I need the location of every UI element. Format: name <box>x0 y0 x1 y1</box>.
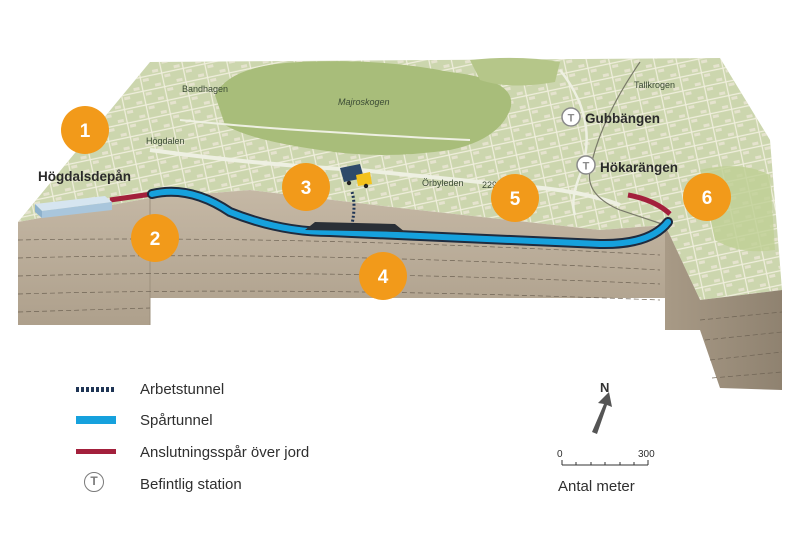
dashed-line-icon <box>74 378 118 400</box>
label-bandhagen: Bandhagen <box>182 84 228 94</box>
label-hokarangen: Hökarängen <box>600 160 678 175</box>
station-icon-gubbangen: T <box>561 107 581 127</box>
legend-label: Arbetstunnel <box>140 380 225 398</box>
svg-text:T: T <box>568 113 575 125</box>
station-platform <box>305 222 405 232</box>
scale-title: Antal meter <box>558 478 635 495</box>
label-hogdalen: Högdalen <box>146 136 185 146</box>
svg-text:6: 6 <box>702 188 713 209</box>
marker-5: 5 <box>491 174 539 222</box>
legend-item-anslutningsspar: Anslutningsspår över jord <box>74 441 309 463</box>
north-arrow-icon: N <box>592 380 612 434</box>
anslutningsspar-west <box>109 191 153 203</box>
station-icon-hokarangen: T <box>576 155 596 175</box>
tunnel-system <box>109 186 673 250</box>
svg-text:3: 3 <box>301 178 312 199</box>
legend-label: Befintlig station <box>140 475 242 493</box>
label-tallkrogen: Tallkrogen <box>634 80 675 90</box>
svg-text:N: N <box>600 380 609 395</box>
truck-icon <box>340 164 372 189</box>
blue-line-icon <box>74 409 118 431</box>
svg-text:1: 1 <box>80 121 91 142</box>
marker-2: 2 <box>131 214 179 262</box>
legend-item-station: T Befintlig station <box>74 472 242 495</box>
label-majroskogen: Majroskogen <box>338 97 390 107</box>
arbetstunnel <box>350 191 356 225</box>
station-icon: T <box>74 472 118 495</box>
terrain-surface <box>18 57 782 300</box>
depot-building <box>35 196 112 218</box>
marker-6: 6 <box>683 173 731 221</box>
svg-text:2: 2 <box>150 229 161 250</box>
marker-1: 1 <box>61 106 109 154</box>
legend-label: Spårtunnel <box>140 411 213 429</box>
legend-label: Anslutningsspår över jord <box>140 443 310 461</box>
anslutningsspar-east <box>627 192 672 216</box>
marker-3: 3 <box>282 163 330 211</box>
svg-text:T: T <box>583 161 590 173</box>
scale-bar <box>561 460 649 466</box>
svg-text:5: 5 <box>510 189 521 210</box>
label-hogdalsdepan: Högdalsdepån <box>38 169 131 184</box>
scale-end: 300 <box>638 449 655 460</box>
railway-line <box>588 61 666 226</box>
svg-text:4: 4 <box>378 267 389 288</box>
forest-area <box>215 61 512 155</box>
label-gubbangen: Gubbängen <box>585 111 660 126</box>
label-road-number: 229 <box>482 180 497 190</box>
road-orbyleden <box>149 148 621 207</box>
scale-start: 0 <box>557 449 563 460</box>
red-line-icon <box>74 441 118 463</box>
marker-4: 4 <box>359 252 407 300</box>
legend-item-arbetstunnel: Arbetstunnel <box>74 378 224 400</box>
legend-item-spartunnel: Spårtunnel <box>74 409 213 431</box>
label-orbyleden: Örbyleden <box>422 178 464 188</box>
cross-section <box>17 190 783 390</box>
